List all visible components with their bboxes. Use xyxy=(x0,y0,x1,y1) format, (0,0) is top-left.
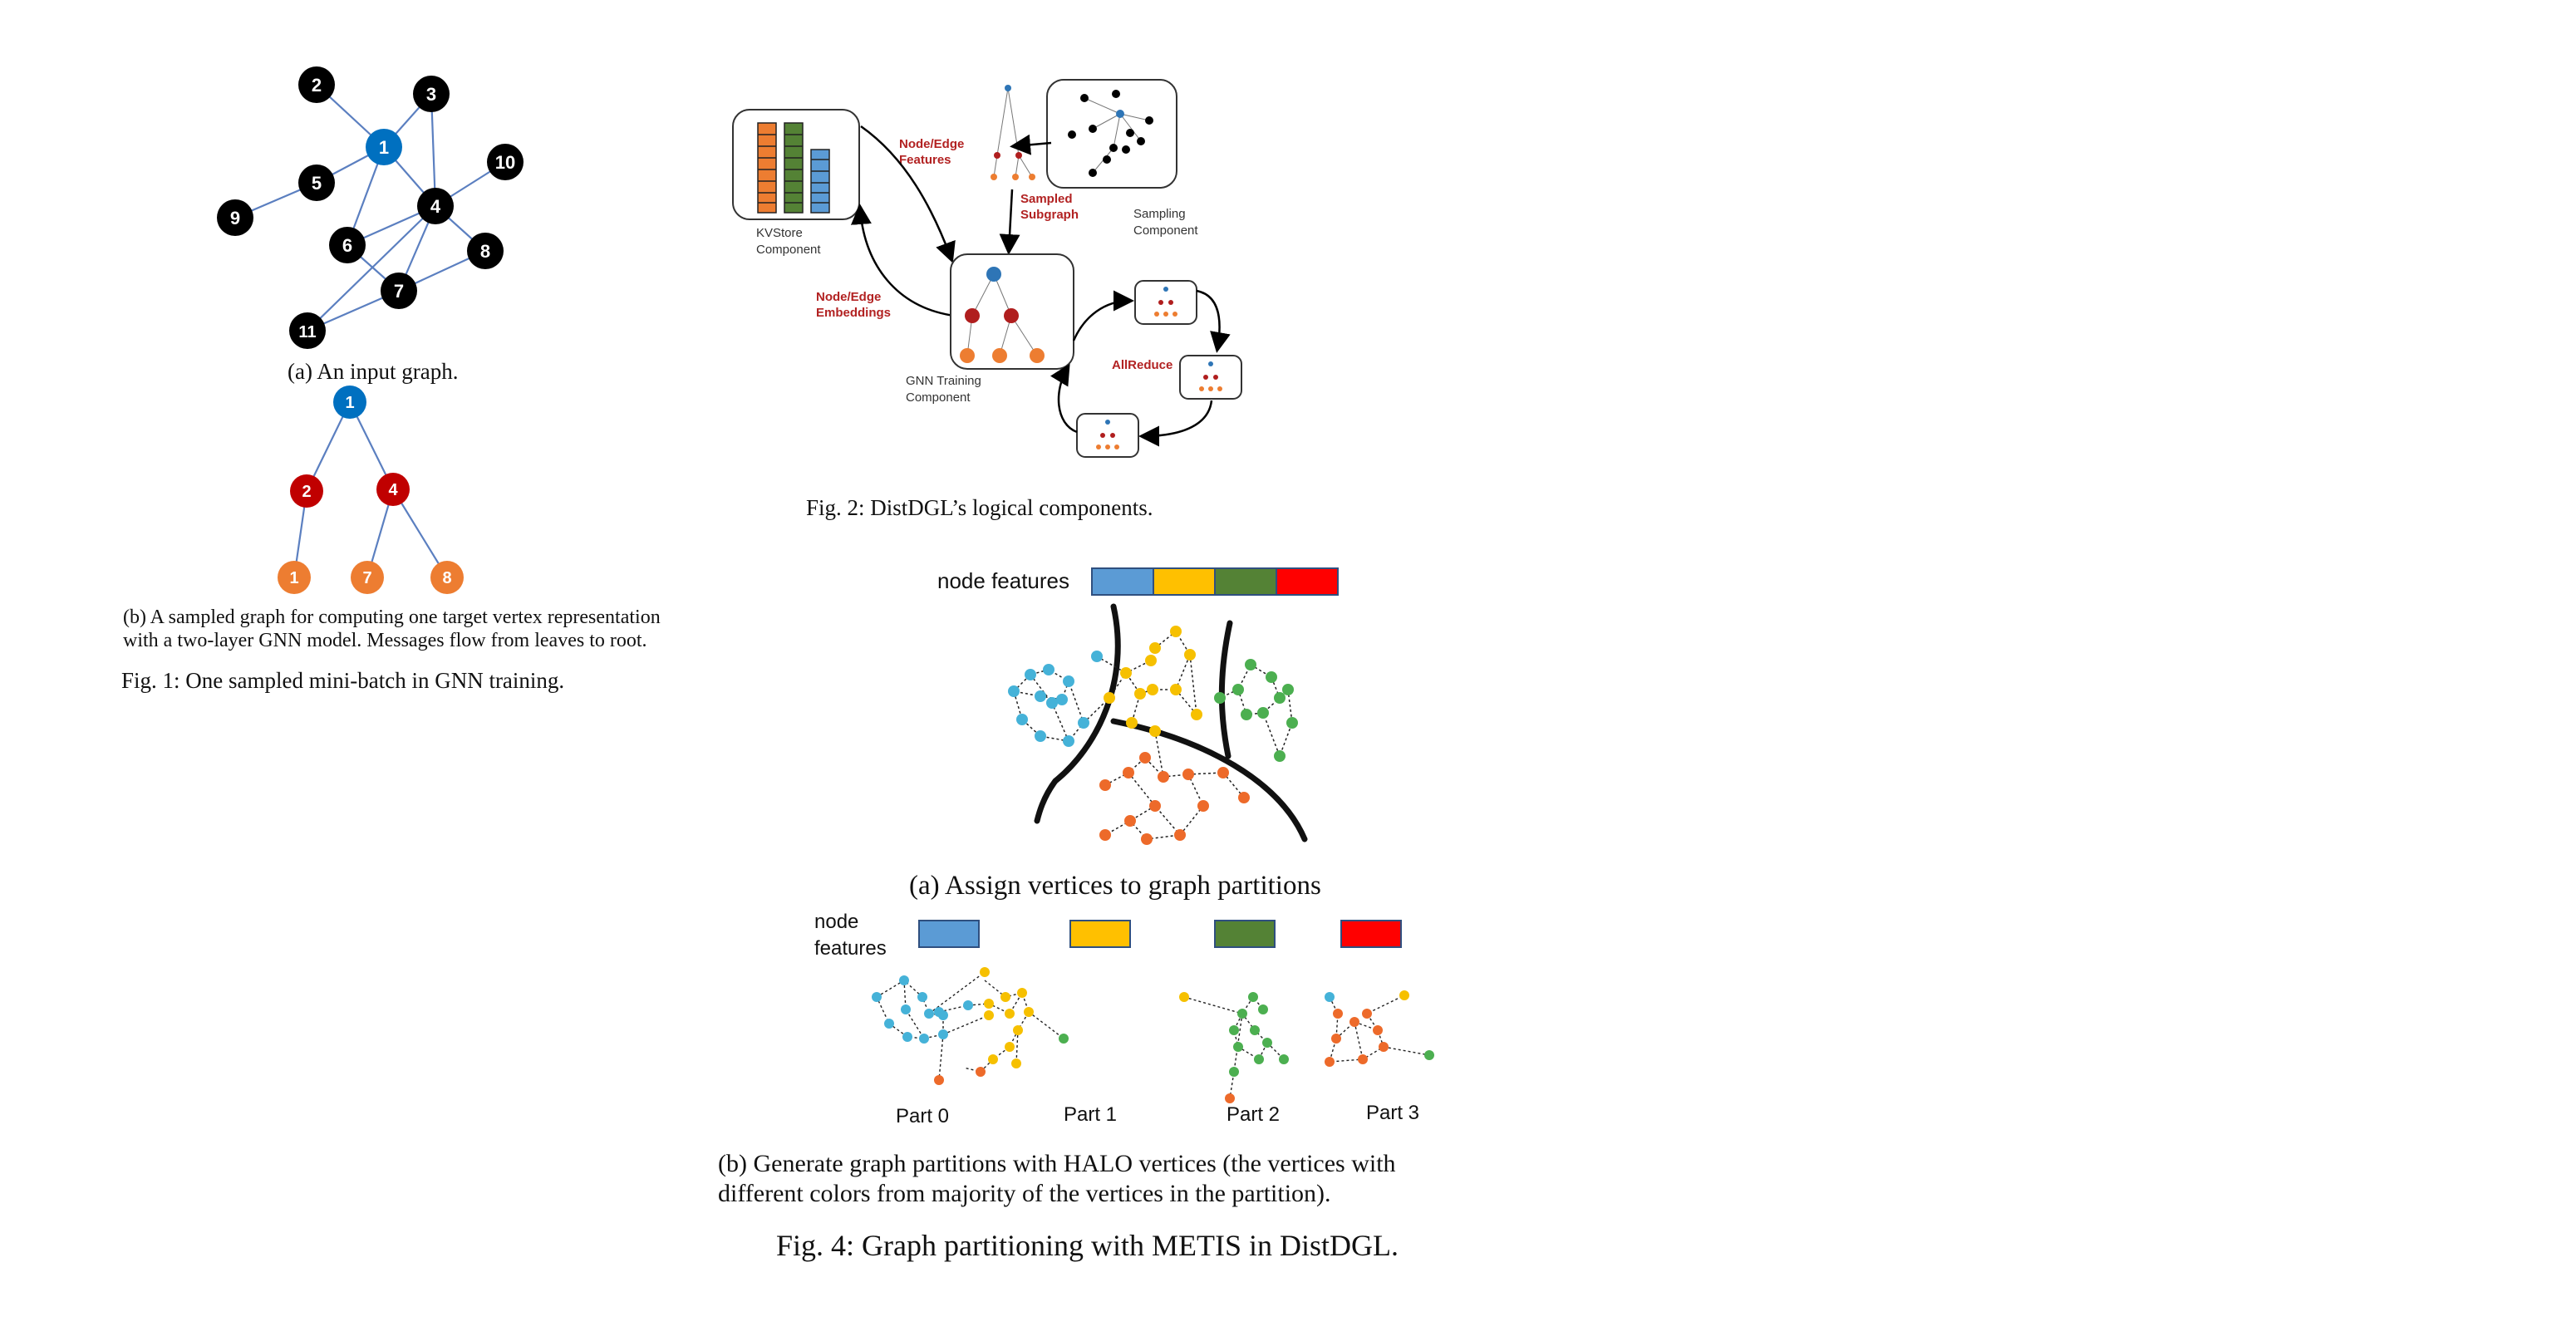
svg-text:8: 8 xyxy=(480,241,490,262)
svg-text:7: 7 xyxy=(394,281,404,302)
graph-node-8: 8 xyxy=(467,233,504,269)
sampled-subgraph-mini xyxy=(991,85,1035,180)
graph-node-11: 11 xyxy=(289,312,326,349)
part-0-label: Part 0 xyxy=(896,1105,950,1127)
node-edge-embeddings-1: Node/Edge xyxy=(816,290,881,304)
fig4-caption: Fig. 4: Graph partitioning with METIS in… xyxy=(776,1229,1399,1262)
sampled-leaf-1: 1 xyxy=(278,561,311,594)
graph-node-5: 5 xyxy=(298,165,335,201)
allreduce-box-1 xyxy=(1134,280,1197,325)
kvstore-bars xyxy=(757,122,830,214)
graph-node-10: 10 xyxy=(487,144,524,180)
fig1-caption: Fig. 1: One sampled mini-batch in GNN tr… xyxy=(121,668,565,693)
sampled-leaf-7: 7 xyxy=(351,561,384,594)
fig4a-feature-bar xyxy=(1091,567,1339,596)
svg-text:2: 2 xyxy=(302,483,311,501)
graph-node-7: 7 xyxy=(381,273,417,309)
graph-node-1: 1 xyxy=(366,129,402,165)
svg-text:5: 5 xyxy=(312,173,322,194)
node-edge-features-1: Node/Edge xyxy=(899,137,964,151)
svg-text:11: 11 xyxy=(298,323,316,341)
part-2-label: Part 2 xyxy=(1227,1103,1281,1126)
fig1a-caption: (a) An input graph. xyxy=(288,359,459,384)
svg-text:7: 7 xyxy=(362,569,371,587)
svg-text:10: 10 xyxy=(495,152,515,173)
svg-text:1: 1 xyxy=(289,569,298,587)
graph-node-4: 4 xyxy=(417,188,454,224)
allreduce-mini-trees xyxy=(1096,287,1222,449)
gnn-training-mini-tree xyxy=(960,267,1045,363)
fig4a-blue-vertices xyxy=(1008,651,1103,747)
svg-text:3: 3 xyxy=(426,84,436,105)
kvstore-label-2: Component xyxy=(756,243,821,257)
svg-text:8: 8 xyxy=(442,569,451,587)
fig4b-node-label-1: node xyxy=(814,911,859,933)
allreduce-box-2 xyxy=(1179,355,1242,400)
fig4a-yellow-vertices xyxy=(1104,626,1202,737)
fig4a-caption: (a) Assign vertices to graph partitions xyxy=(909,871,1321,901)
fig4a-node-features-label: node features xyxy=(937,568,1070,593)
training-label-1: GNN Training xyxy=(906,374,981,388)
part1-vertices xyxy=(934,988,1069,1077)
svg-text:2: 2 xyxy=(312,75,322,96)
sampling-mini-graph xyxy=(1068,90,1153,177)
fig1b-caption-line1: (b) A sampled graph for computing one ta… xyxy=(123,607,661,628)
sampled-node-2: 2 xyxy=(290,474,323,508)
svg-text:4: 4 xyxy=(388,481,398,499)
part3-vertices xyxy=(1325,990,1434,1067)
kvstore-label-1: KVStore xyxy=(756,226,803,240)
fig4a-partition-graph xyxy=(1008,603,1308,845)
svg-text:1: 1 xyxy=(379,137,389,158)
fig4b-caption-line2: different colors from majority of the ve… xyxy=(718,1180,1331,1207)
graph-node-6: 6 xyxy=(329,227,366,263)
fig2-caption: Fig. 2: DistDGL’s logical components. xyxy=(806,495,1153,520)
sampled-subgraph-2: Subgraph xyxy=(1020,208,1079,222)
fig4b-node-label-2: features xyxy=(814,937,887,960)
graph-node-2: 2 xyxy=(298,66,335,103)
fig1b-caption-line2: with a two-layer GNN model. Messages flo… xyxy=(123,630,647,651)
sampling-label-2: Component xyxy=(1133,223,1198,238)
part-1-label: Part 1 xyxy=(1064,1103,1118,1126)
graph-node-3: 3 xyxy=(413,76,450,112)
fig1-sampled-graph: 1 2 4 1 7 8 xyxy=(278,386,464,594)
svg-text:4: 4 xyxy=(430,196,441,217)
sampled-node-4: 4 xyxy=(376,473,410,506)
part-3-label: Part 3 xyxy=(1366,1102,1420,1124)
fig4a-orange-vertices xyxy=(1099,752,1250,845)
svg-text:6: 6 xyxy=(342,235,352,256)
fig4a-green-vertices xyxy=(1214,659,1298,762)
fig1-input-graph: 1 2 3 4 5 6 7 8 9 10 11 xyxy=(217,66,524,349)
allreduce-label: AllReduce xyxy=(1112,358,1172,372)
sampled-subgraph-1: Sampled xyxy=(1020,192,1073,206)
node-edge-embeddings-2: Embeddings xyxy=(816,306,891,320)
svg-text:9: 9 xyxy=(230,208,240,228)
graph-node-9: 9 xyxy=(217,199,253,236)
training-label-2: Component xyxy=(906,390,971,405)
node-edge-features-2: Features xyxy=(899,153,951,167)
allreduce-box-3 xyxy=(1076,413,1139,458)
fig4b-caption-line1: (b) Generate graph partitions with HALO … xyxy=(718,1150,1396,1177)
fig4b-partitions xyxy=(872,967,1434,1103)
part0-vertices xyxy=(872,967,994,1085)
fig4b-feature-swatches xyxy=(918,920,1402,948)
sampling-box xyxy=(1046,79,1177,189)
svg-text:1: 1 xyxy=(345,394,354,412)
fig2-diagram: KVStore Component Sampling Component Nod… xyxy=(732,79,1242,458)
part2-vertices xyxy=(1179,992,1289,1103)
sampled-node-root: 1 xyxy=(333,386,366,419)
sampled-leaf-8: 8 xyxy=(430,561,464,594)
sampling-label-1: Sampling xyxy=(1133,207,1186,221)
